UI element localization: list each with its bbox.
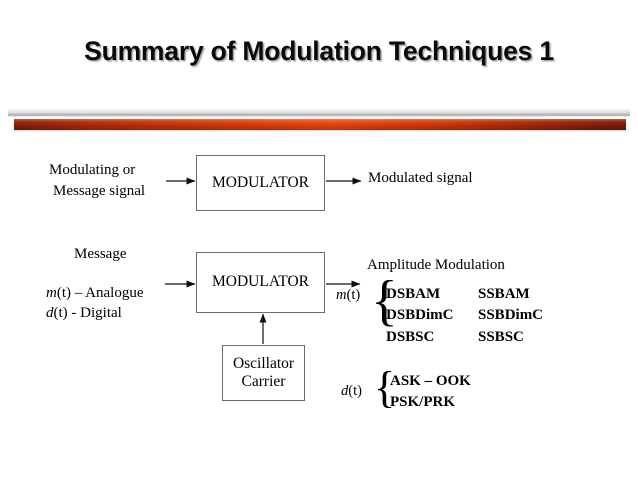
title-divider	[0, 106, 638, 132]
modulator-block-top-label: MODULATOR	[211, 173, 310, 191]
digital-symbol: d	[46, 305, 54, 321]
oscillator-label-line2: Carrier	[241, 373, 286, 390]
digital-group-brace: {	[374, 363, 396, 412]
digital-list: ASK – OOK PSK/PRK	[390, 371, 471, 414]
digital-label: d(t) - Digital	[46, 304, 122, 323]
top-input-label-line1: Modulating or	[49, 162, 136, 178]
analogue-text: (t) – Analogue	[56, 285, 144, 301]
am-group-symbol-italic: m	[336, 287, 347, 303]
amplitude-modulation-heading: Amplitude Modulation	[367, 257, 505, 273]
digital-text: (t) - Digital	[53, 305, 122, 321]
digital-row-1-left: PSK/PRK	[390, 394, 456, 411]
message-heading: Message	[74, 246, 127, 262]
oscillator-label-line1: Oscillator	[232, 354, 295, 372]
modulator-block-bottom[interactable]: MODULATOR	[196, 252, 325, 313]
digital-group-symbol-italic: d	[341, 383, 349, 399]
modulator-block-top[interactable]: MODULATOR	[196, 155, 325, 211]
divider-shine	[8, 108, 630, 117]
top-output-label: Modulated signal	[368, 170, 473, 186]
am-row-1-right: SSBDimC	[478, 307, 544, 324]
digital-row-0-left: ASK – OOK	[390, 373, 471, 389]
am-list: DSBAM SSBAM DSBDimC SSBDimC DSBSC SSBSC	[386, 284, 543, 348]
am-row-0-left: DSBAM	[386, 286, 441, 302]
analogue-symbol: m	[46, 285, 57, 301]
am-row-2-right: SSBSC	[478, 328, 524, 345]
modulator-block-bottom-label: MODULATOR	[211, 273, 310, 291]
am-list-row: DSBSC SSBSC	[386, 327, 543, 348]
am-group-symbol: m(t)	[336, 286, 360, 305]
am-row-0-right: SSBAM	[478, 286, 530, 302]
am-group-symbol-rest: (t)	[346, 287, 361, 303]
am-list-row: DSBAM SSBAM	[386, 284, 543, 305]
am-list-row: DSBDimC SSBDimC	[386, 305, 543, 326]
digital-list-row: PSK/PRK	[390, 392, 471, 413]
divider-accent-bar	[14, 119, 626, 130]
am-row-2-left: DSBSC	[386, 328, 435, 345]
am-group-brace: {	[371, 270, 398, 332]
page-title: Summary of Modulation Techniques 1	[84, 36, 554, 66]
top-input-label-line2: Message signal	[53, 183, 146, 199]
analogue-label: m(t) – Analogue	[46, 284, 144, 303]
am-row-1-left: DSBDimC	[386, 307, 454, 324]
digital-group-symbol: d(t)	[341, 382, 362, 401]
digital-list-row: ASK – OOK	[390, 371, 471, 392]
digital-group-symbol-rest: (t)	[348, 383, 362, 399]
oscillator-carrier-block[interactable]: Oscillator Carrier	[222, 345, 305, 401]
